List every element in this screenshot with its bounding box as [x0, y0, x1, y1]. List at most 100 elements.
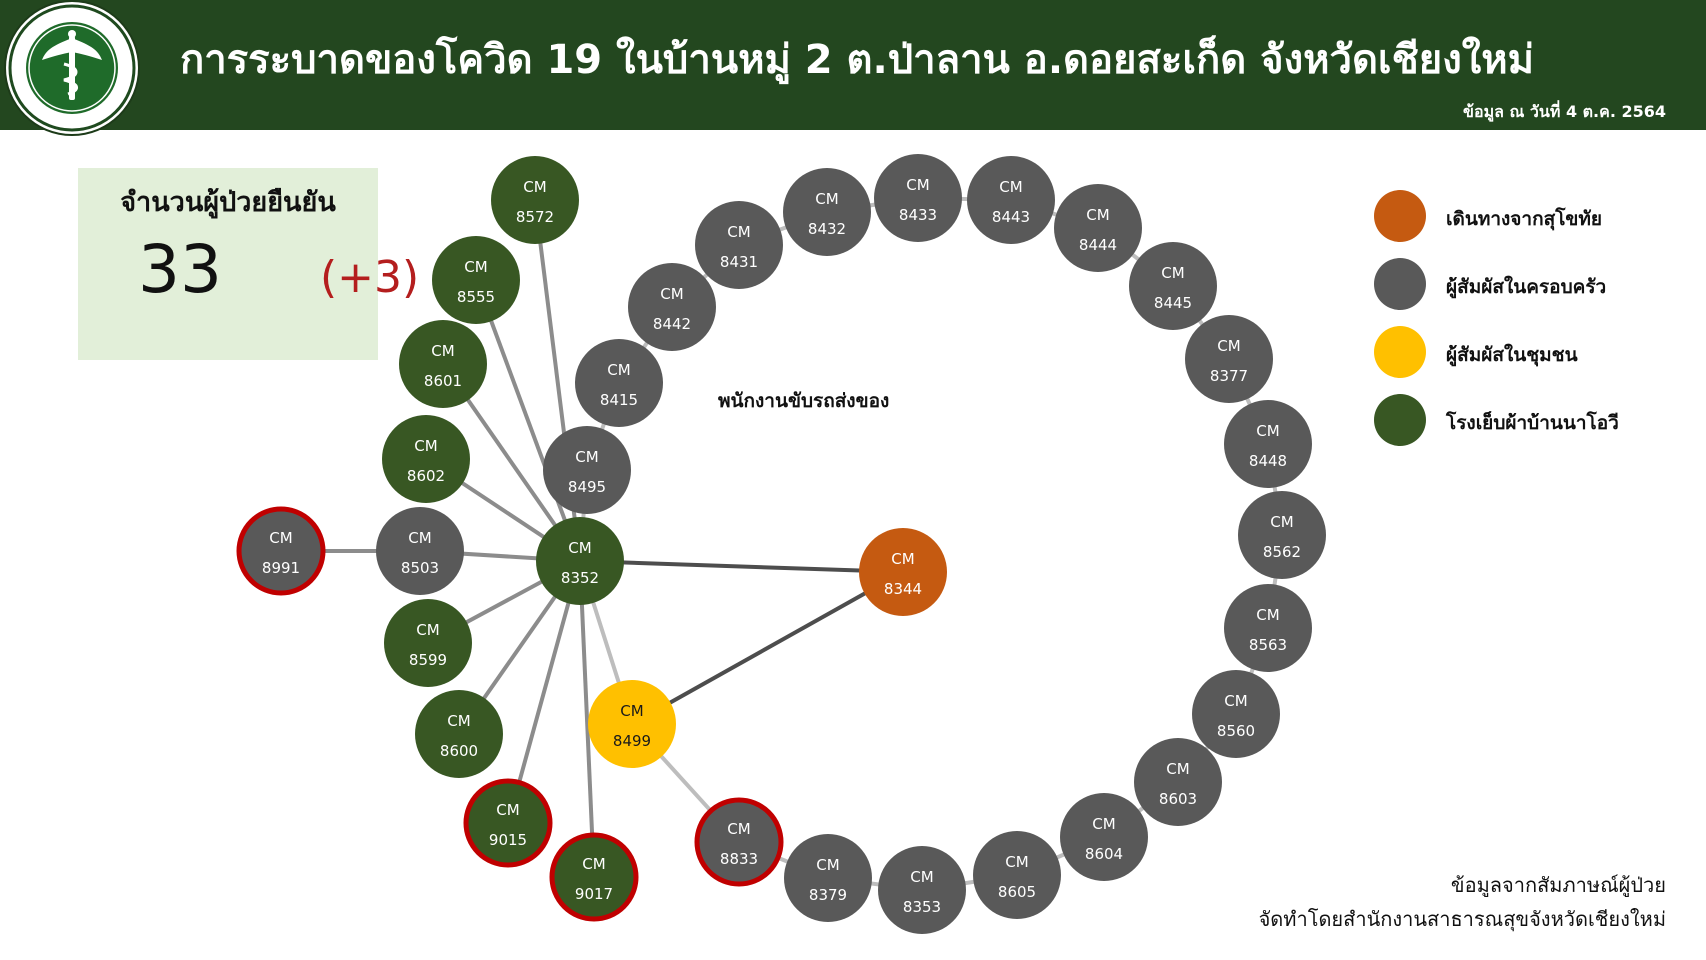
case-node-id: 8377	[1210, 367, 1248, 385]
case-node-circle	[463, 778, 553, 868]
case-node-circle	[1185, 315, 1273, 403]
case-node-circle	[1224, 400, 1312, 488]
case-node-prefix: CM	[815, 190, 838, 208]
case-node-id: 8352	[561, 569, 599, 587]
case-node-prefix: CM	[607, 361, 630, 379]
case-node-id: 8432	[808, 220, 846, 238]
case-node-prefix: CM	[1161, 264, 1184, 282]
case-node-prefix: CM	[816, 856, 839, 874]
case-node-id: 8442	[653, 315, 691, 333]
case-node-circle	[382, 415, 470, 503]
case-node-id: 8605	[998, 883, 1036, 901]
footer-credits: ข้อมูลจากสัมภาษณ์ผู้ป่วย จัดทำโดยสำนักงา…	[1259, 868, 1666, 936]
case-node-8432: CM 8432	[783, 168, 871, 256]
case-node-id: 8563	[1249, 636, 1287, 654]
page-title: การระบาดของโควิด 19 ในบ้านหมู่ 2 ต.ป่าลา…	[180, 37, 1534, 83]
legend-label-sukhothai: เดินทางจากสุโขทัย	[1446, 208, 1603, 230]
link-8352-8344	[579, 559, 904, 574]
delivery-driver-label: พนักงานขับรถส่งของ	[718, 390, 890, 412]
case-node-9015: CM 9015	[463, 778, 553, 868]
case-node-circle	[1238, 491, 1326, 579]
case-node-circle	[784, 834, 872, 922]
case-node-id: 8495	[568, 478, 606, 496]
legend-label-family: ผู้สัมผัสในครอบครัว	[1446, 276, 1607, 298]
case-node-id: 8833	[720, 850, 758, 868]
legend-label-factory: โรงเย็บผ้าบ้านนาโอวี	[1446, 412, 1619, 434]
case-nodes: CM8344CM8352CM8499CM8572CM8555CM8601CM86…	[236, 154, 1326, 934]
footer-source: ข้อมูลจากสัมภาษณ์ผู้ป่วย	[1450, 873, 1666, 897]
case-node-prefix: CM	[269, 529, 292, 547]
case-node-id: 8353	[903, 898, 941, 916]
legend-dot-family	[1374, 258, 1426, 310]
case-node-prefix: CM	[431, 342, 454, 360]
link-8499-8344	[631, 570, 904, 726]
legend-label-community: ผู้สัมผัสในชุมชน	[1446, 344, 1578, 366]
case-node-circle	[1129, 242, 1217, 330]
case-node-circle	[695, 201, 783, 289]
case-node-prefix: CM	[660, 285, 683, 303]
case-node-circle	[1054, 184, 1142, 272]
case-node-prefix: CM	[464, 258, 487, 276]
case-node-8442: CM 8442	[628, 263, 716, 351]
case-node-8572: CM 8572	[491, 156, 579, 244]
case-node-id: 8603	[1159, 790, 1197, 808]
case-node-8353: CM 8353	[878, 846, 966, 934]
case-node-8601: CM 8601	[399, 320, 487, 408]
case-node-id: 8991	[262, 559, 300, 577]
case-node-id: 8599	[409, 651, 447, 669]
confirmed-count-panel: จำนวนผู้ป่วยยืนยัน 33 (+3)	[78, 168, 419, 360]
case-node-circle	[376, 507, 464, 595]
case-node-id: 8572	[516, 208, 554, 226]
legend-item-community: ผู้สัมผัสในชุมชน	[1374, 326, 1674, 382]
case-node-id: 8379	[809, 886, 847, 904]
case-node-circle	[859, 528, 947, 616]
link-8352-9017	[578, 560, 596, 878]
case-node-8991: CM 8991	[236, 506, 326, 596]
case-node-8599: CM 8599	[384, 599, 472, 687]
link-8352-9015	[506, 560, 582, 824]
ministry-seal-icon	[8, 4, 136, 132]
case-node-prefix: CM	[414, 437, 437, 455]
case-node-circle	[1224, 584, 1312, 672]
case-node-id: 8499	[613, 732, 651, 750]
legend-item-sukhothai: เดินทางจากสุโขทัย	[1374, 190, 1674, 246]
case-node-prefix: CM	[416, 621, 439, 639]
case-node-circle	[1134, 738, 1222, 826]
case-node-prefix: CM	[496, 801, 519, 819]
case-node-id: 8443	[992, 208, 1030, 226]
case-node-prefix: CM	[1270, 513, 1293, 531]
case-node-circle	[399, 320, 487, 408]
case-node-prefix: CM	[1256, 422, 1279, 440]
case-node-circle	[236, 506, 326, 596]
case-node-id: 8444	[1079, 236, 1117, 254]
case-node-prefix: CM	[906, 176, 929, 194]
case-node-circle	[384, 599, 472, 687]
confirmed-count-delta: (+3)	[320, 252, 420, 303]
case-node-id: 9015	[489, 831, 527, 849]
case-node-prefix: CM	[447, 712, 470, 730]
case-node-prefix: CM	[1256, 606, 1279, 624]
case-node-prefix: CM	[523, 178, 546, 196]
case-node-prefix: CM	[1224, 692, 1247, 710]
case-node-id: 8601	[424, 372, 462, 390]
case-node-prefix: CM	[1086, 206, 1109, 224]
case-node-id: 8560	[1217, 722, 1255, 740]
case-node-prefix: CM	[910, 868, 933, 886]
case-node-circle	[575, 339, 663, 427]
legend-dot-factory	[1374, 394, 1426, 446]
case-node-id: 8415	[600, 391, 638, 409]
case-node-id: 8503	[401, 559, 439, 577]
